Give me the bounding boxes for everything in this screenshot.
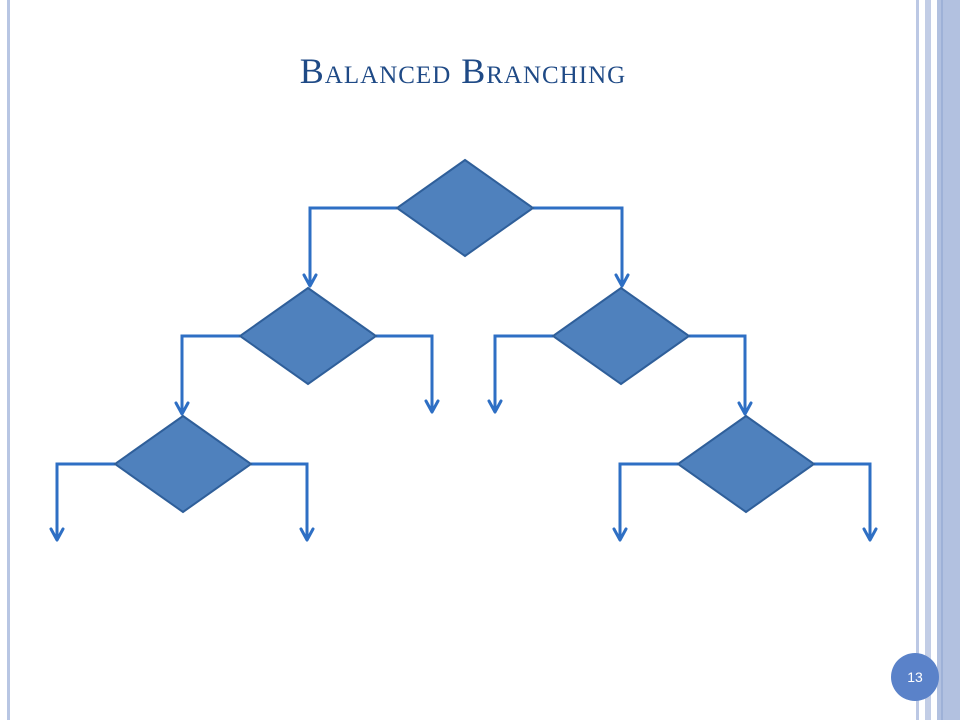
right-border-rule-medium (925, 0, 931, 720)
connector-layer (49, 206, 878, 542)
connector-arrow-low-right-left (612, 462, 678, 542)
right-border-rule-thin (916, 0, 919, 720)
connector-arrow-mid-left-right (376, 334, 440, 414)
connector-arrow-low-left-left (49, 462, 115, 542)
page-number-badge: 13 (891, 653, 939, 701)
left-border-rule (7, 0, 10, 720)
connector-arrow-low-left-right (251, 462, 315, 542)
decision-diamond-mid-left (238, 286, 378, 386)
connector-arrow-root-left (302, 206, 397, 288)
decision-diamond-low-left (113, 414, 253, 514)
connector-arrow-mid-left-left (174, 334, 240, 416)
slide-title: Balanced Branching (299, 51, 627, 91)
connector-arrow-mid-right-left (487, 334, 553, 414)
decision-diamond-mid-right (551, 286, 691, 386)
connector-arrow-mid-right-right (689, 334, 753, 416)
decision-diamond-root (395, 158, 535, 258)
connector-arrow-root-right (533, 206, 630, 288)
right-border-rule-accent (941, 0, 943, 720)
decision-diamond-low-right (676, 414, 816, 514)
connector-arrow-low-right-right (814, 462, 878, 542)
decision-node-layer (113, 158, 816, 514)
